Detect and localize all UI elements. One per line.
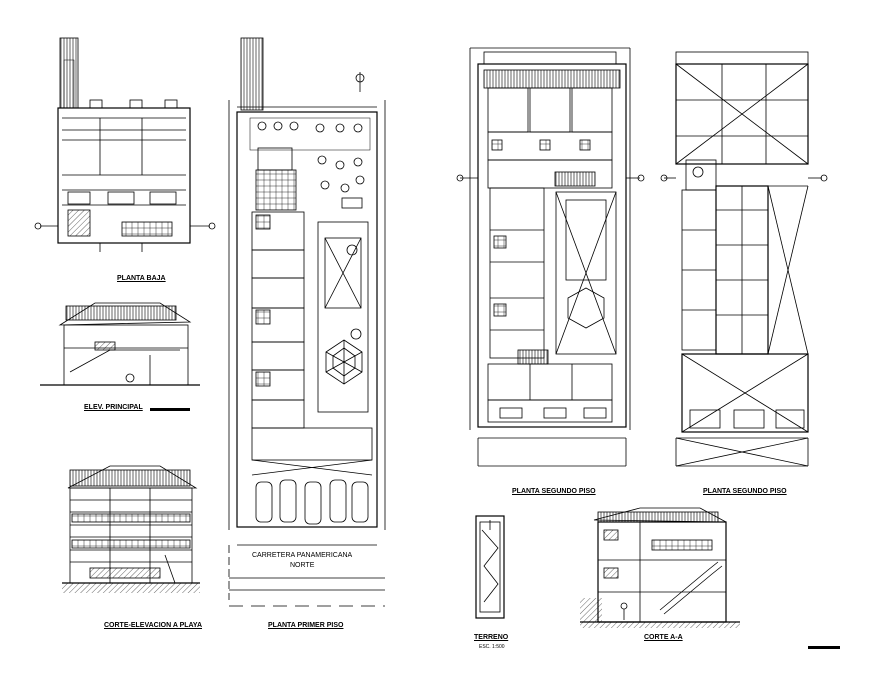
label-planta-baja: PLANTA BAJA [117, 275, 166, 282]
label-terreno: TERRENO [474, 634, 509, 641]
label-planta-segundo-piso-b: PLANTA SEGUNDO PISO [703, 488, 787, 495]
corte-elevacion-playa [62, 465, 200, 593]
label-planta-primer-piso: PLANTA PRIMER PISO [268, 622, 344, 629]
terreno-plan [475, 515, 505, 619]
road-direction: NORTE [290, 562, 315, 569]
label-planta-segundo-piso-a: PLANTA SEGUNDO PISO [512, 488, 596, 495]
corte-aa-section [580, 507, 740, 628]
label-terreno-scale: ESC. 1:500 [479, 644, 505, 650]
road-name: CARRETERA PANAMERICANA [252, 552, 353, 559]
planta-primer-piso [228, 37, 386, 600]
label-corte-aa: CORTE A-A [644, 634, 683, 641]
planta-baja-plan [34, 37, 216, 252]
label-elev-principal: ELEV. PRINCIPAL [84, 404, 143, 411]
scale-bar [808, 646, 840, 649]
planta-segundo-piso-a [456, 47, 645, 467]
label-corte-elevacion-playa: CORTE-ELEVACION A PLAYA [104, 622, 203, 629]
elev-label-bar [150, 408, 190, 411]
planta-segundo-piso-b [660, 51, 828, 467]
elevacion-principal [40, 302, 200, 386]
